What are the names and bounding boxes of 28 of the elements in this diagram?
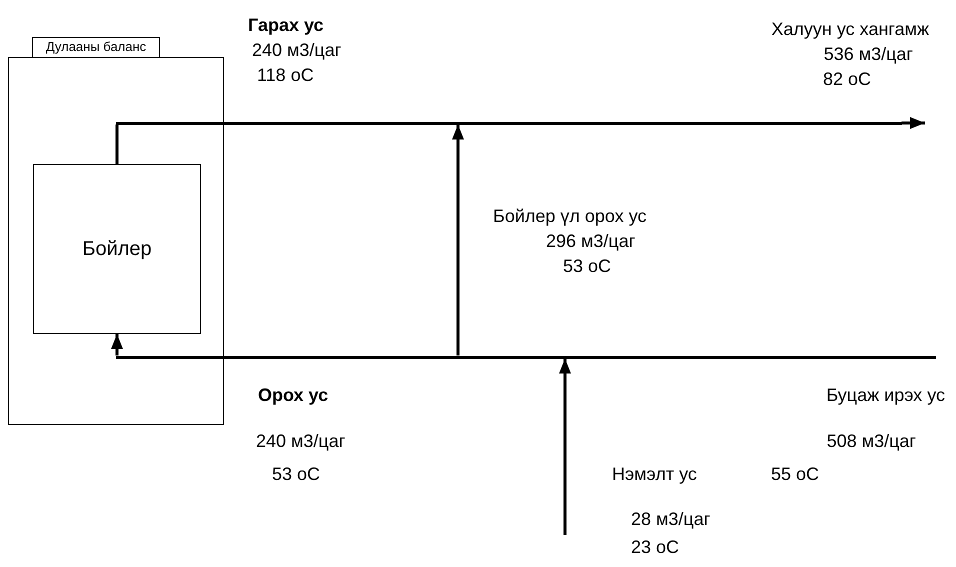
flow-label: 508 м3/цаг bbox=[826, 432, 916, 450]
flow-label: 55 оС bbox=[770, 465, 819, 483]
flow-label: 240 м3/цаг bbox=[252, 41, 342, 59]
node-label: Бойлер bbox=[82, 238, 152, 260]
pipe-line bbox=[116, 124, 118, 164]
pipe-line bbox=[116, 356, 936, 358]
flow-arrow bbox=[111, 334, 123, 356]
flow-label: Гарах ус bbox=[248, 16, 324, 34]
flow-arrow bbox=[452, 124, 464, 356]
flow-label: Орох ус bbox=[258, 386, 328, 404]
flow-label: 53 оС bbox=[563, 257, 612, 275]
flow-label: Халуун ус хангамж bbox=[771, 20, 929, 38]
flow-arrow bbox=[902, 117, 925, 129]
flow-label: Буцаж ирэх ус bbox=[826, 386, 945, 404]
flow-arrow bbox=[559, 358, 571, 535]
heading-label: Дулааны баланс bbox=[32, 37, 160, 58]
flow-label: 23 оС bbox=[631, 538, 680, 556]
boiler-box bbox=[33, 164, 201, 334]
flow-label: 53 оС bbox=[272, 465, 320, 483]
flow-label: 240 м3/цаг bbox=[256, 432, 346, 450]
flow-label: 296 м3/цаг bbox=[546, 232, 636, 250]
pipe-line bbox=[116, 122, 902, 124]
flow-label: 536 м3/цаг bbox=[824, 45, 913, 63]
flow-label: Нэмэлт ус bbox=[612, 465, 697, 483]
flow-label: 118 оС bbox=[257, 66, 314, 84]
flow-label: 82 оС bbox=[822, 70, 871, 88]
flow-label: 28 м3/цаг bbox=[631, 510, 710, 528]
flow-label: Бойлер үл орох ус bbox=[493, 207, 647, 225]
